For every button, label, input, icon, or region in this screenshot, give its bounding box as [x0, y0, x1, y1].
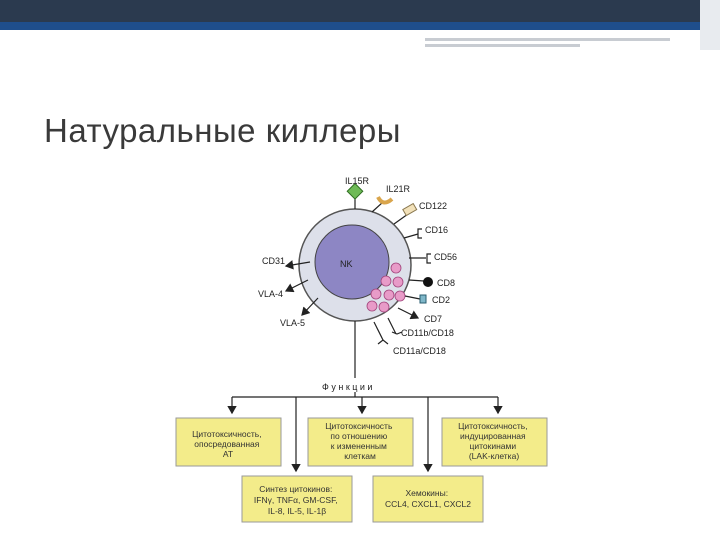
il15r-receptor	[346, 182, 364, 200]
svg-text:Цитотоксичность по отношен: Цитотоксичность по отношению к измененны…	[325, 421, 395, 461]
function-box-5	[372, 475, 484, 523]
svg-text:Цитотоксичность, опосредов: Цитотоксичность, опосредованная АТ	[192, 429, 264, 459]
decor-corner	[700, 0, 720, 50]
cd2-label: CD2	[432, 295, 450, 305]
il21r-label: IL21R	[386, 184, 411, 194]
granules	[366, 262, 406, 313]
cd8-label: CD8	[437, 278, 455, 288]
function-box-3	[441, 417, 548, 467]
svg-text:Хемокины: CCL4, CXCL1, CXC: Хемокины: CCL4, CXCL1, CXCL2	[385, 488, 471, 509]
cd8-receptor	[423, 277, 433, 287]
vla4-label: VLA-4	[258, 289, 283, 299]
cd31-label: CD31	[262, 256, 285, 266]
function-box-2	[307, 417, 414, 467]
cd11a-label: CD11a/CD18	[393, 346, 446, 356]
decor-line	[425, 44, 580, 47]
cd2-receptor	[419, 294, 427, 304]
il15r-label: IL15R	[345, 176, 370, 186]
cd56-receptor	[426, 253, 431, 264]
il21r-receptor	[376, 196, 394, 205]
slide-title: Натуральные киллеры	[44, 112, 401, 149]
cd122-label: CD122	[419, 201, 447, 211]
cd122-receptor	[402, 202, 418, 217]
top-bar	[0, 0, 720, 22]
functions-label: Ф у н к ц и и	[322, 382, 372, 392]
cd11b-label: CD11b/CD18	[401, 328, 454, 338]
cd16-receptor	[417, 228, 422, 239]
cd7-label: CD7	[424, 314, 442, 324]
function-box-1	[175, 417, 282, 467]
cd11a-receptor	[377, 339, 389, 345]
svg-text:Синтез цитокинов: IFNγ, TN: Синтез цитокинов: IFNγ, TNFα, GM-CSF, IL…	[254, 484, 340, 516]
svg-text:Цитотоксичность, индуциров: Цитотоксичность, индуцированная цитокина…	[458, 421, 530, 461]
top-bar-accent	[0, 22, 720, 30]
cd11b-receptor	[391, 331, 403, 335]
function-box-4	[241, 475, 353, 523]
decor-line	[425, 38, 670, 41]
vla5-label: VLA-5	[280, 318, 305, 328]
cd56-label: CD56	[434, 252, 457, 262]
cell-nucleus	[314, 224, 390, 300]
cd16-label: CD16	[425, 225, 448, 235]
cell-label: NK	[340, 259, 353, 269]
